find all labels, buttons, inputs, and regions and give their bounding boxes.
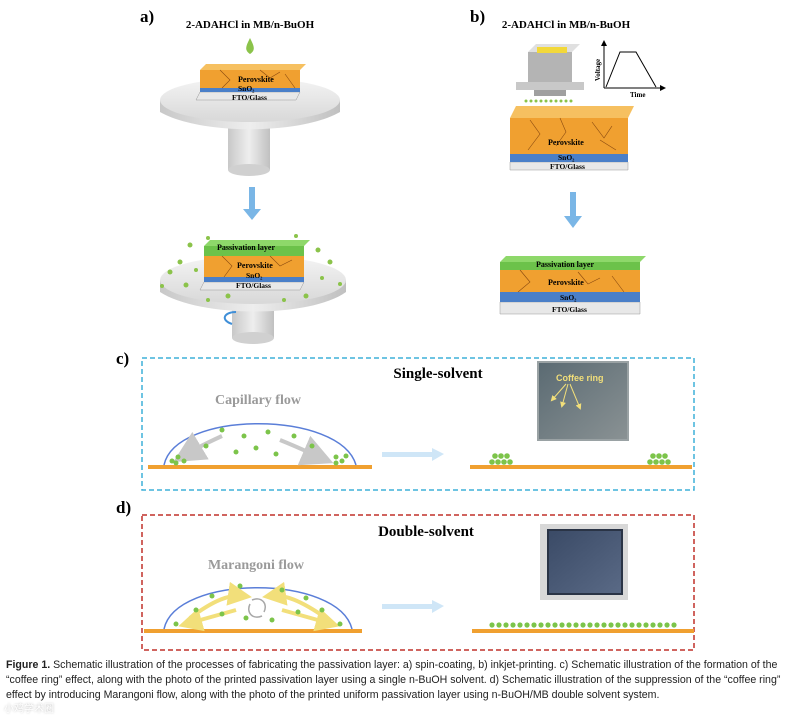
layer-fto: FTO/Glass (236, 281, 271, 290)
panel-c-label: c) (116, 349, 129, 368)
particle (531, 622, 537, 628)
rotation-icon (223, 311, 237, 325)
panel-c-title: Single-solvent (393, 366, 482, 382)
spin-coater-top: Perovskite SnO₂ FTO/Glass (160, 64, 340, 176)
layer-fto: FTO/Glass (232, 93, 267, 102)
panel-b: b) 2-ADAHCl in MB/n-BuOH Voltage Time (470, 7, 666, 315)
marangoni-arrows (178, 581, 340, 632)
droplet-outline (163, 423, 357, 466)
layer-fto: FTO/Glass (550, 162, 585, 171)
panel-a-label: a) (140, 7, 154, 26)
particle (643, 622, 649, 628)
particle (615, 622, 621, 628)
layer-perovskite: Perovskite (237, 261, 273, 270)
watermark-text: 小鸡学术圈 (4, 704, 54, 715)
down-arrow-icon (243, 187, 261, 220)
panel-a: a) 2-ADAHCl in MB/n-BuOH Perovskite SnO₂… (140, 7, 346, 344)
marangoni-flow-label: Marangoni flow (208, 558, 305, 573)
panel-d: d) Double-solvent Marangoni flow (116, 498, 695, 651)
graph-ylabel: Voltage (594, 59, 602, 81)
flow-arrow-left (173, 431, 223, 463)
particles (169, 427, 349, 466)
particle (622, 622, 628, 628)
figure-caption: Figure 1. Schematic illustration of the … (6, 658, 804, 703)
layer-perovskite: Perovskite (548, 138, 584, 147)
layer-sno2: SnO₂ (246, 271, 263, 280)
flow-arrow-right (279, 435, 334, 466)
particle (657, 622, 663, 628)
uniform-particles (489, 622, 677, 628)
uniform-layer-photo (540, 524, 628, 600)
particle (552, 622, 558, 628)
circulation-icon (248, 598, 266, 618)
printhead (516, 44, 584, 103)
particle (594, 622, 600, 628)
particle (566, 622, 572, 628)
layer-fto: FTO/Glass (552, 305, 587, 314)
capillary-flow-label: Capillary flow (215, 393, 302, 408)
layer-passivation: Passivation layer (217, 243, 275, 252)
coffee-ring-particles (489, 453, 671, 465)
spin-coater-bottom: Passivation layer Perovskite SnO₂ FTO/Gl… (160, 234, 346, 344)
voltage-time-graph: Voltage Time (594, 40, 666, 99)
particle (608, 622, 614, 628)
droplet-icon (246, 38, 254, 54)
particle (671, 622, 677, 628)
panel-c-frame (141, 357, 695, 491)
panel-b-title: 2-ADAHCl in MB/n-BuOH (502, 19, 631, 31)
stack-top-b: Perovskite SnO₂ FTO/Glass (509, 106, 634, 171)
caption-figure-label: Figure 1. (6, 659, 51, 671)
right-arrow-icon (382, 600, 444, 613)
particle (573, 622, 579, 628)
panel-d-label: d) (116, 498, 131, 517)
coffee-ring-photo: Coffee ring (537, 361, 629, 441)
particle (496, 622, 502, 628)
coffee-ring-label: Coffee ring (556, 373, 604, 383)
particle (629, 622, 635, 628)
graph-xlabel: Time (630, 91, 645, 99)
particle (559, 622, 565, 628)
particle (545, 622, 551, 628)
stack-bottom-b: Passivation layer Perovskite SnO₂ FTO/Gl… (499, 256, 646, 315)
layer-passivation: Passivation layer (536, 260, 594, 269)
panel-d-title: Double-solvent (378, 524, 474, 540)
layer-sno2: SnO₂ (558, 153, 575, 162)
layer-sno2: SnO₂ (560, 293, 577, 302)
particle (538, 622, 544, 628)
panel-c: c) Single-solvent Capillary flow (116, 349, 695, 491)
particle (489, 622, 495, 628)
particle (650, 622, 656, 628)
right-arrow-icon (382, 448, 444, 461)
layer-perovskite: Perovskite (238, 75, 274, 84)
particle (517, 622, 523, 628)
particle (587, 622, 593, 628)
droplet-outline (163, 587, 353, 630)
particle (510, 622, 516, 628)
panel-d-frame (141, 514, 695, 651)
spray-droplets (160, 234, 342, 302)
particle (664, 622, 670, 628)
particle (503, 622, 509, 628)
layer-perovskite: Perovskite (548, 278, 584, 287)
particle (524, 622, 530, 628)
particle (636, 622, 642, 628)
panel-b-label: b) (470, 7, 485, 26)
down-arrow-icon (564, 192, 582, 228)
particle (580, 622, 586, 628)
particle (601, 622, 607, 628)
caption-text: Schematic illustration of the processes … (6, 659, 781, 701)
layer-sno2: SnO₂ (238, 84, 255, 93)
panel-a-title: 2-ADAHCl in MB/n-BuOH (186, 19, 315, 31)
particles (173, 583, 343, 627)
